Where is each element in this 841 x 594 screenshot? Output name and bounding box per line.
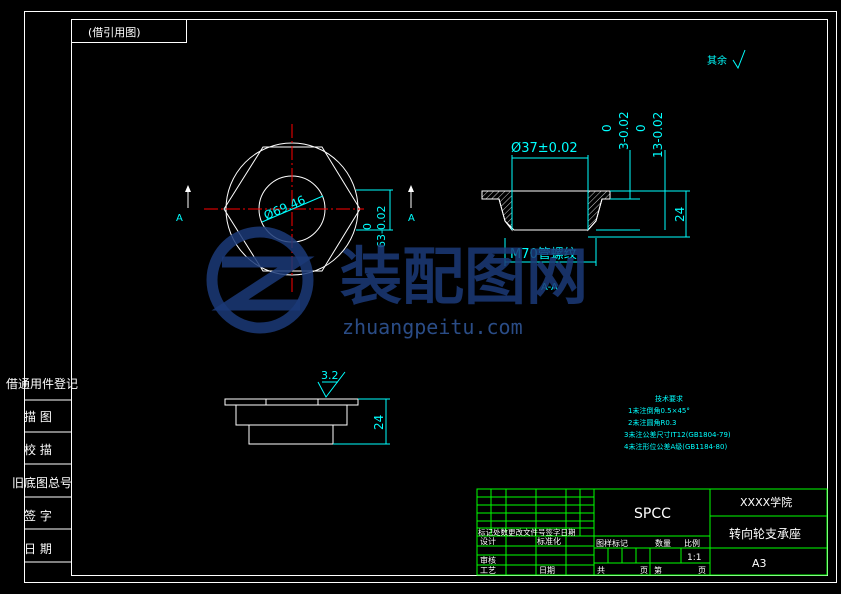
tb-row-change: 标记处数更改文件号签字日期 <box>478 527 576 537</box>
side-label-1: 描 图 <box>24 410 52 424</box>
lower-view <box>224 371 390 445</box>
tb-page: 页 <box>640 566 648 575</box>
side-table <box>24 399 72 563</box>
tech-line-2: 3未注公差尺寸IT12(GB1804-79) <box>624 430 731 439</box>
tb-review: 审核 <box>480 555 496 565</box>
sheet-size: A3 <box>752 557 767 570</box>
tb-page2: 页 <box>698 566 706 575</box>
tb-standard: 标准化 <box>537 536 561 546</box>
tb-stage: 图样标记 <box>596 538 628 548</box>
tb-total: 共 <box>597 566 605 575</box>
tb-process: 工艺 <box>480 566 496 575</box>
tb-sheet-no: 第 <box>654 565 662 575</box>
tb-design: 设计 <box>480 536 496 546</box>
inner-frame <box>71 19 828 576</box>
watermark-url: zhuangpeitu.com <box>342 315 523 339</box>
tech-line-1: 2未注圆角R0.3 <box>628 418 676 427</box>
roughness-symbol <box>732 49 746 70</box>
side-label-5: 日 期 <box>24 542 52 556</box>
tb-date: 日期 <box>539 566 555 575</box>
outer-frame <box>24 11 837 583</box>
section-view <box>481 150 690 266</box>
dim-thread: M70管螺纹 <box>510 247 577 262</box>
dim-height-tol: 13-0.02 <box>651 112 665 158</box>
dim-step-upper: 0 <box>600 124 614 132</box>
title-block <box>476 488 828 576</box>
school-name: XXXX学院 <box>740 495 792 509</box>
tech-title: 技术要求 <box>655 394 683 403</box>
dim-od: 63-0.02 <box>375 206 388 248</box>
tech-line-3: 4未注形位公差A级(GB1184-80) <box>624 442 727 451</box>
side-label-0: 借通用件登记 <box>6 376 78 391</box>
side-label-4: 签 字 <box>24 508 52 523</box>
dim-od-upper: 0 <box>361 223 374 230</box>
borrowed-box <box>71 19 187 43</box>
section-mark-a-left: A <box>176 213 183 224</box>
watermark-brand: 装配图网 <box>340 240 588 313</box>
watermark-logo <box>206 226 315 334</box>
roughness-value: 3.2 <box>321 369 339 382</box>
roughness-others: 其余 <box>707 54 727 67</box>
section-label-aa: A-A <box>541 282 558 293</box>
tech-line-0: 1未注倒角0.5×45° <box>628 406 690 415</box>
dim-inner-dia: Ø69.46 <box>262 193 308 223</box>
material: SPCC <box>634 506 671 522</box>
dim-height: 24 <box>673 207 687 222</box>
borrowed-label: (借引用图) <box>88 25 141 39</box>
dim-bore-dia: Ø37±0.02 <box>511 141 578 156</box>
section-mark-a-right: A <box>408 213 415 224</box>
tb-weight: 数量 <box>655 538 671 548</box>
part-name: 转向轮支承座 <box>729 526 801 541</box>
dim-lower-height: 24 <box>372 415 386 430</box>
dim-height-upper: 0 <box>634 124 648 132</box>
side-label-2: 校 描 <box>24 442 52 457</box>
tb-ratio: 比例 <box>684 538 700 548</box>
dim-step: 3-0.02 <box>617 111 631 150</box>
side-label-3: 旧底图总号 <box>12 475 72 490</box>
scale-value: 1:1 <box>687 553 701 563</box>
